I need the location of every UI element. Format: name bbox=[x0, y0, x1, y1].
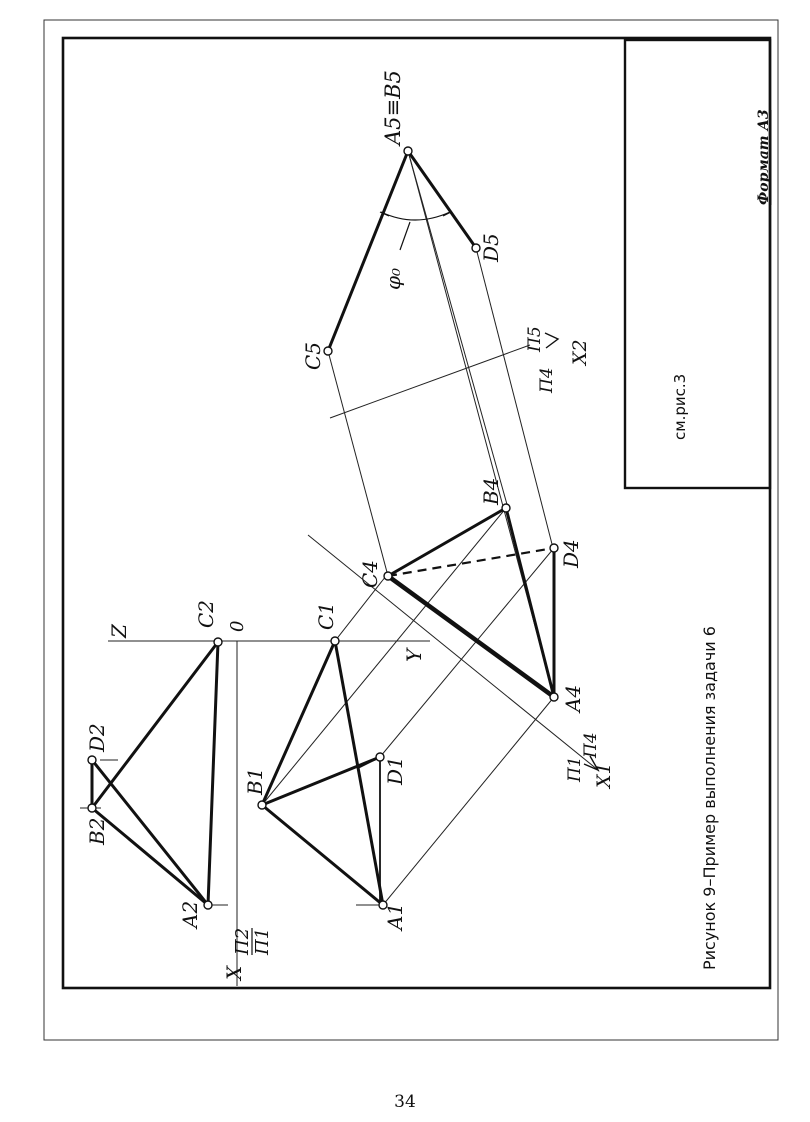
point-d2 bbox=[87, 755, 97, 765]
label-d4: D4 bbox=[559, 539, 583, 569]
point-b1 bbox=[257, 800, 267, 810]
label-b1: B1 bbox=[243, 768, 267, 796]
point-a5b5 bbox=[403, 146, 413, 156]
label-x1-plane-a: П1 bbox=[565, 756, 585, 783]
point-b4 bbox=[501, 503, 511, 513]
label-a5b5: A5≡B5 bbox=[381, 70, 405, 147]
label-x1-plane-b: П4 bbox=[581, 732, 601, 759]
label-d2: D2 bbox=[85, 723, 109, 753]
angle-phi-arc bbox=[379, 211, 452, 251]
label-c1: C1 bbox=[314, 602, 338, 630]
point-a2 bbox=[203, 900, 213, 910]
label-axis-z: Z bbox=[107, 623, 131, 639]
label-x2: X2 bbox=[569, 339, 591, 367]
point-c5 bbox=[323, 346, 333, 356]
label-axis-y: Y bbox=[402, 647, 426, 662]
point-labels: A2 B2 C2 D2 A1 B1 C1 D1 A4 B4 C4 D4 A5≡B… bbox=[85, 70, 585, 932]
label-x-main-plane-bottom: П1 bbox=[252, 928, 273, 956]
label-origin: 0 bbox=[227, 621, 248, 632]
object-edges bbox=[90, 149, 557, 907]
page-number: 34 bbox=[394, 1092, 416, 1112]
label-d1: D1 bbox=[383, 756, 407, 786]
inner-frame bbox=[61, 36, 772, 990]
label-c5: C5 bbox=[301, 342, 325, 370]
label-x1: X1 bbox=[593, 762, 615, 790]
axis-arrows bbox=[544, 332, 600, 772]
label-a1: A1 bbox=[383, 903, 407, 932]
axis-labels: Z Y 0 X П2 П1 X1 П1 П4 X2 П4 П5 φ₀ bbox=[107, 268, 615, 982]
format-label: Формат А3 bbox=[756, 109, 772, 205]
point-markers bbox=[87, 146, 559, 910]
figure-caption: Рисунок 9–Пример выполнения задачи 6 bbox=[700, 626, 719, 970]
label-phi: φ₀ bbox=[381, 268, 405, 290]
point-a4 bbox=[549, 692, 559, 702]
label-d5: D5 bbox=[479, 233, 503, 263]
label-b4: B4 bbox=[479, 478, 503, 506]
title-block bbox=[623, 38, 772, 490]
point-c4 bbox=[383, 571, 393, 581]
point-a1 bbox=[378, 900, 388, 910]
point-d1 bbox=[375, 752, 385, 762]
point-b2 bbox=[87, 803, 97, 813]
label-x-main-plane-top: П2 bbox=[232, 928, 253, 956]
label-c4: C4 bbox=[358, 560, 382, 588]
hidden-edges bbox=[356, 546, 555, 906]
title-block-reference: см.рис.3 bbox=[671, 374, 689, 440]
label-b2: B2 bbox=[85, 818, 109, 846]
label-x-main: X bbox=[222, 965, 246, 982]
label-a4: A4 bbox=[561, 685, 585, 714]
label-a2: A2 bbox=[178, 901, 202, 930]
label-x2-plane-a: П4 bbox=[537, 367, 557, 394]
outer-frame bbox=[43, 19, 779, 1041]
point-d5 bbox=[471, 243, 481, 253]
point-c2 bbox=[213, 637, 223, 647]
point-c1 bbox=[330, 636, 340, 646]
label-x2-plane-b: П5 bbox=[525, 326, 545, 353]
point-d4 bbox=[549, 543, 559, 553]
label-c2: C2 bbox=[194, 600, 218, 628]
